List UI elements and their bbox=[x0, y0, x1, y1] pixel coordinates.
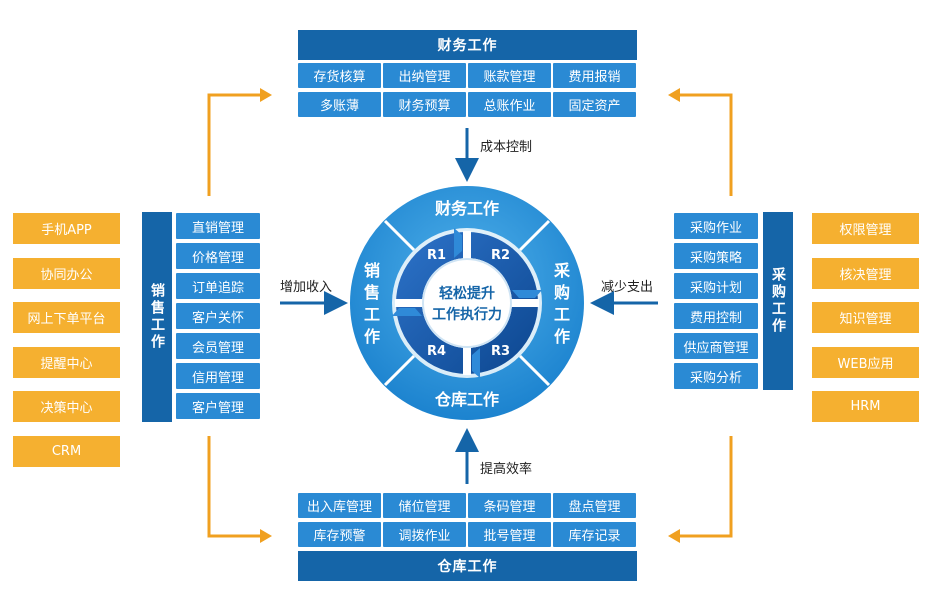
elbow-head-1 bbox=[260, 88, 272, 102]
purchase-item: 采购计划 bbox=[674, 273, 758, 299]
wheel-label-sales: 销售工作 bbox=[364, 261, 380, 346]
finance-item: 固定资产 bbox=[553, 92, 636, 117]
elbow-sales-to-finance bbox=[207, 93, 262, 196]
warehouse-item: 批号管理 bbox=[468, 522, 551, 547]
left-module: CRM bbox=[13, 435, 120, 467]
sales-item: 直销管理 bbox=[176, 213, 260, 239]
wheel-label-warehouse: 仓库工作 bbox=[434, 390, 499, 409]
purchase-vertical-bar: 采购工作 bbox=[763, 212, 793, 390]
purchase-item: 采购分析 bbox=[674, 363, 758, 389]
wheel-center-line2: 工作执行力 bbox=[432, 306, 502, 323]
elbow-purchase-to-warehouse bbox=[678, 436, 733, 538]
right-module: 核决管理 bbox=[812, 257, 919, 289]
left-module: 手机APP bbox=[13, 213, 120, 244]
finance-item: 财务预算 bbox=[383, 92, 466, 117]
right-module: HRM bbox=[812, 391, 919, 422]
elbow-sales-to-warehouse bbox=[207, 436, 262, 538]
warehouse-item: 盘点管理 bbox=[553, 493, 636, 518]
finance-item: 总账作业 bbox=[468, 92, 551, 117]
flow-label-reduce-expense: 减少支出 bbox=[601, 280, 654, 295]
warehouse-header: 仓库工作 bbox=[298, 551, 637, 581]
wheel-r4: R4 bbox=[427, 344, 446, 359]
finance-header: 财务工作 bbox=[298, 30, 637, 60]
elbow-head-4 bbox=[668, 529, 680, 543]
finance-item: 费用报销 bbox=[553, 63, 636, 88]
right-module: 知识管理 bbox=[812, 302, 919, 333]
wheel-label-purchase: 采购工作 bbox=[553, 261, 570, 346]
flow-label-increase-income: 增加收入 bbox=[280, 280, 333, 295]
sales-item: 会员管理 bbox=[176, 333, 260, 359]
flow-label-cost-control: 成本控制 bbox=[480, 140, 533, 155]
left-module: 提醒中心 bbox=[13, 346, 120, 378]
wheel-label-finance: 财务工作 bbox=[434, 199, 499, 218]
left-module: 决策中心 bbox=[13, 391, 120, 422]
finance-item: 账款管理 bbox=[468, 63, 551, 88]
wheel-r2: R2 bbox=[491, 248, 510, 263]
wheel-r3: R3 bbox=[491, 344, 510, 359]
left-module: 网上下单平台 bbox=[13, 302, 120, 333]
warehouse-item: 库存记录 bbox=[553, 522, 636, 547]
purchase-item: 费用控制 bbox=[674, 303, 758, 329]
warehouse-item: 条码管理 bbox=[468, 493, 551, 518]
finance-item: 出纳管理 bbox=[383, 63, 466, 88]
sales-item: 价格管理 bbox=[176, 243, 260, 269]
warehouse-item: 储位管理 bbox=[383, 493, 466, 518]
sales-vertical-bar: 销售工作 bbox=[142, 212, 172, 422]
left-module: 协同办公 bbox=[13, 257, 120, 289]
right-module: 权限管理 bbox=[812, 213, 919, 244]
right-module: WEB应用 bbox=[812, 346, 919, 378]
flow-label-efficiency: 提高效率 bbox=[480, 462, 533, 477]
purchase-item: 供应商管理 bbox=[674, 333, 758, 359]
purchase-item: 采购策略 bbox=[674, 243, 758, 269]
finance-item: 存货核算 bbox=[298, 63, 381, 88]
purchase-item: 采购作业 bbox=[674, 213, 758, 239]
warehouse-item: 库存预警 bbox=[298, 522, 381, 547]
elbow-purchase-to-finance bbox=[678, 93, 733, 196]
elbow-head-3 bbox=[260, 529, 272, 543]
sales-item: 客户管理 bbox=[176, 393, 260, 419]
sales-item: 订单追踪 bbox=[176, 273, 260, 299]
sales-item: 客户关怀 bbox=[176, 303, 260, 329]
elbow-head-2 bbox=[668, 88, 680, 102]
sales-item: 信用管理 bbox=[176, 363, 260, 389]
warehouse-item: 调拨作业 bbox=[383, 522, 466, 547]
warehouse-item: 出入库管理 bbox=[298, 493, 381, 518]
finance-item: 多账薄 bbox=[298, 92, 381, 117]
cycle-wheel: 财务工作 仓库工作 销售工作 采购工作 R1 R2 R3 R4 轻松提升 工作执… bbox=[350, 186, 584, 420]
wheel-r1: R1 bbox=[427, 248, 446, 263]
wheel-center-line1: 轻松提升 bbox=[439, 285, 495, 302]
